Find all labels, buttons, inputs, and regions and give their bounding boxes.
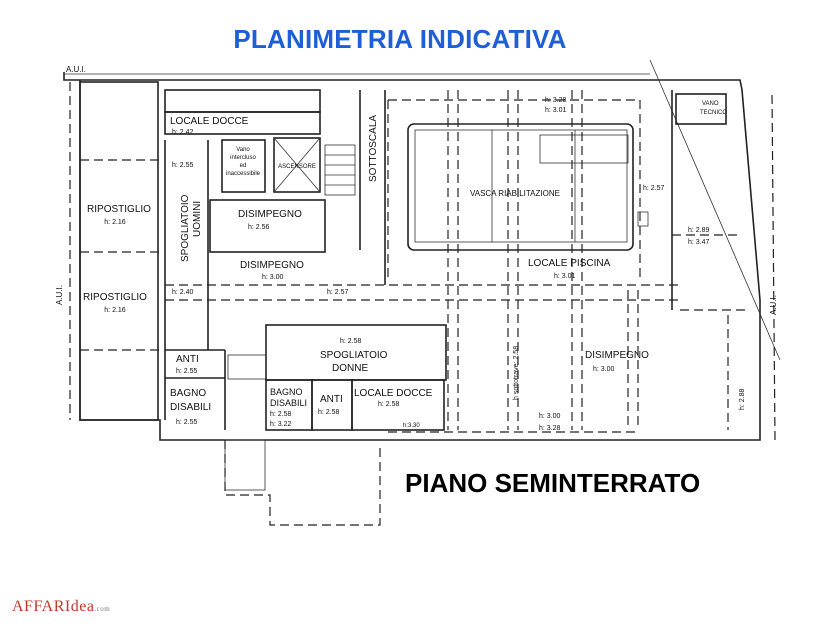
height-label: h: 2.58 [270, 411, 292, 418]
room-vano-intercluso: inaccessibile [226, 171, 261, 177]
room-locale-docce: LOCALE DOCCE [354, 388, 433, 399]
height-label: h: 3.01 [554, 273, 576, 280]
room-ascensore: ASCENSORE [278, 164, 316, 170]
walls [63, 59, 781, 526]
room-ripostiglio: RIPOSTIGLIO [83, 292, 147, 303]
height-label: h:3.30 [403, 423, 420, 429]
aui-right-label: A.U.I. [769, 295, 778, 315]
room-spogliatoio-uomini: UOMINI [192, 201, 203, 237]
height-label: h: 3.47 [688, 239, 710, 246]
height-label: h: 3.01 [545, 107, 567, 114]
room-bagno-disabili: DISABILI [270, 398, 307, 408]
height-label: h: 2.56 [248, 224, 270, 231]
height-label: h: 3.00 [262, 274, 284, 281]
height-label: h: 2.55 [176, 419, 198, 426]
height-label: h: 2.16 [104, 307, 126, 314]
room-vano-intercluso: ed [240, 163, 247, 169]
room-disimpegno: DISIMPEGNO [240, 260, 304, 271]
height-label: h sottotrave: 2.58 [513, 346, 520, 400]
room-labels: A.U.I. A.U.I. A.U.I. LOCALE DOCCE h: 2.4… [55, 65, 778, 432]
logo-suffix: .com [94, 605, 111, 613]
room-bagno-disabili: BAGNO [170, 388, 206, 399]
height-label: h: 2.58 [340, 338, 362, 345]
room-spogliatoio-donne: SPOGLIATOIO [320, 350, 388, 361]
aui-top-label: A.U.I. [66, 65, 86, 74]
height-label: h: 3.22 [270, 421, 292, 428]
height-label: h: 3.00 [593, 366, 615, 373]
height-label: h: 2.89 [688, 227, 710, 234]
plan-title: PLANIMETRIA INDICATIVA [233, 24, 567, 54]
room-sottoscala: SOTTOSCALA [368, 115, 379, 182]
height-label: h: 3.28 [545, 97, 567, 104]
room-bagno-disabili: BAGNO [270, 387, 303, 397]
room-bagno-disabili: DISABILI [170, 402, 211, 413]
staircase [324, 144, 356, 196]
room-anti: ANTI [176, 354, 199, 365]
aui-left-label: A.U.I. [55, 285, 64, 305]
floor-name: PIANO SEMINTERRATO [405, 468, 701, 498]
height-label: h: 3.00 [539, 413, 561, 420]
height-label: h: 2.16 [104, 219, 126, 226]
room-anti: ANTI [320, 394, 343, 405]
height-label: h: 2.58 [318, 409, 340, 416]
room-vano-intercluso: Vano [236, 147, 250, 153]
room-locale-docce: LOCALE DOCCE [170, 116, 249, 127]
room-locale-piscina: LOCALE PISCINA [528, 258, 611, 269]
height-label: h: 2.55 [176, 368, 198, 375]
room-spogliatoio-uomini: SPOGLIATOIO [180, 194, 191, 262]
affaridea-logo: AFFARIdea.com [12, 598, 110, 616]
height-label: h: 2.88 [739, 388, 746, 410]
room-spogliatoio-donne: DONNE [332, 363, 368, 374]
height-label: h: 2.57 [327, 289, 349, 296]
height-label: h: 2.57 [643, 185, 665, 192]
height-label: h: 3.28 [539, 425, 561, 432]
room-vano-tecnico: TECNICO [700, 110, 727, 116]
height-label: h: 2.55 [172, 162, 194, 169]
logo-text: AFFARIdea [12, 598, 95, 615]
room-vano-intercluso: intercluso [230, 155, 256, 161]
height-label: h: 2.42 [172, 129, 194, 136]
room-vano-tecnico: VANO [702, 101, 719, 107]
room-ripostiglio: RIPOSTIGLIO [87, 204, 151, 215]
height-label: h: 2.58 [378, 401, 400, 408]
height-label: h: 2.40 [172, 289, 194, 296]
pool-vasca-riabilitazione: VASCA RIABILITAZIONE [470, 189, 560, 198]
room-disimpegno: DISIMPEGNO [585, 350, 649, 361]
room-disimpegno: DISIMPEGNO [238, 209, 302, 220]
